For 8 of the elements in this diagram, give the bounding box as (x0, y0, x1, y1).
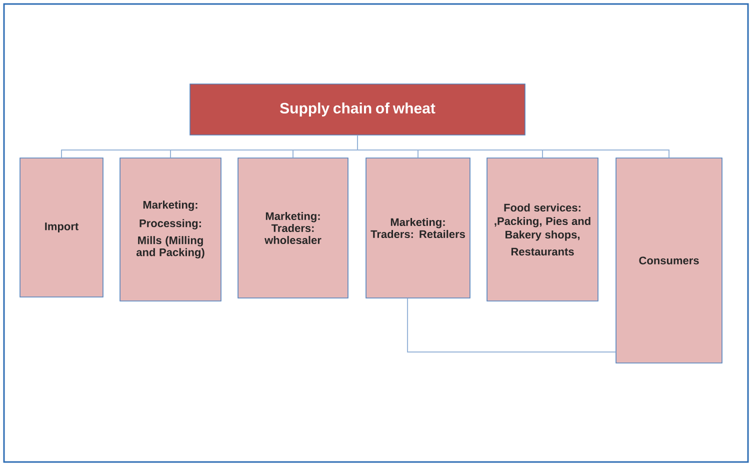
stage-box: Food services: ,Packing, Pies and Bakery shops, Restaurants (486, 158, 598, 302)
stage-box: Marketing: Traders: Retailers (366, 158, 470, 298)
stage-box: Consumers (616, 158, 722, 364)
stage-box: Marketing: Traders: wholesaler (238, 158, 348, 298)
stage-box: Import (20, 158, 104, 298)
connector-line (407, 298, 616, 352)
title-box: Supply chain of wheat (190, 84, 526, 136)
stage-box: Marketing: Processing: Mills (Milling and Packing) (120, 158, 222, 302)
